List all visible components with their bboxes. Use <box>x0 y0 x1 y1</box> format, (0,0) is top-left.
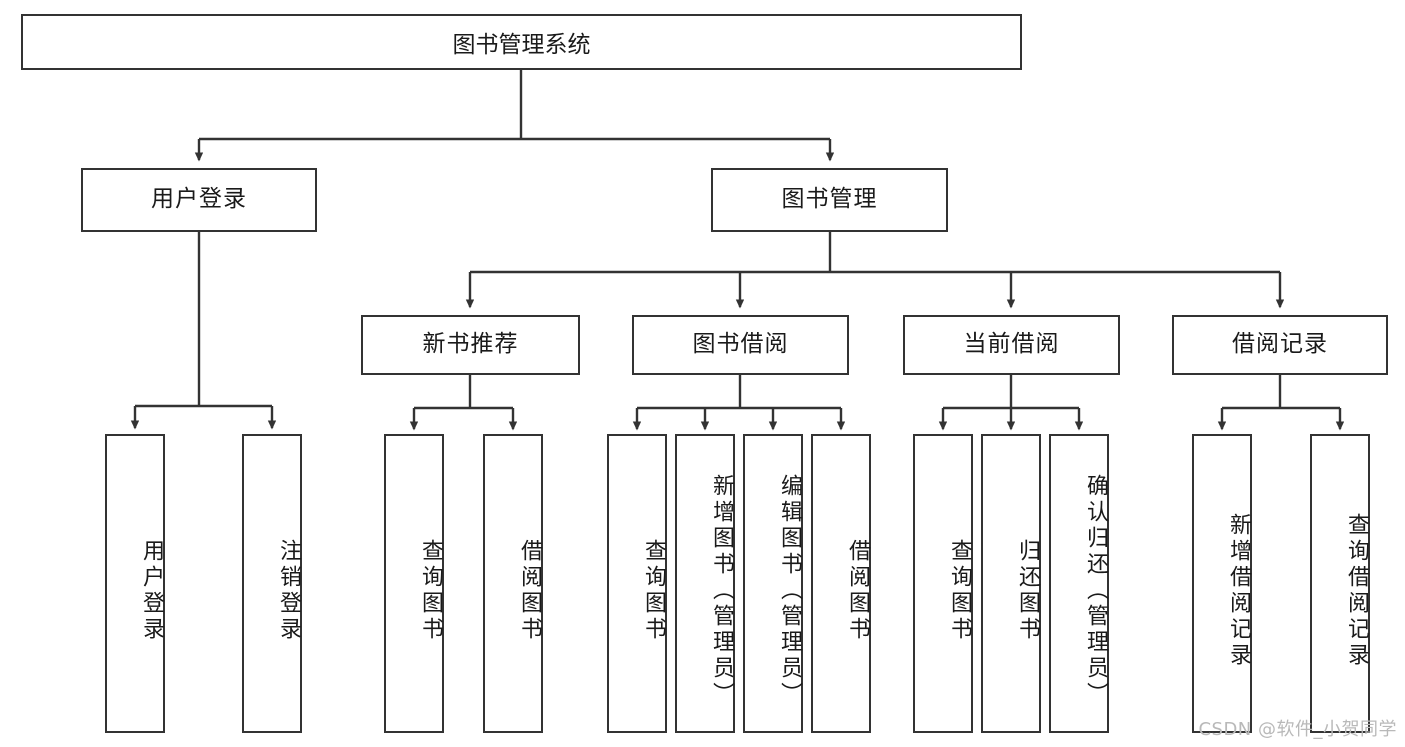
leaf-confirm-return-admin[interactable]: 确认归还（管理员） <box>1049 434 1109 733</box>
node-borrowing-records[interactable]: 借阅记录 <box>1172 315 1388 375</box>
leaf-query-borrowing-record[interactable]: 查询借阅记录 <box>1310 434 1370 733</box>
leaf-label: 归还图书 <box>1015 538 1040 643</box>
node-label: 用户登录 <box>151 186 247 213</box>
node-label: 图书管理系统 <box>452 32 591 58</box>
node-current-borrowing[interactable]: 当前借阅 <box>903 315 1120 375</box>
watermark: CSDN @软件_小贺同学 <box>1198 719 1397 740</box>
leaf-label: 查询借阅记录 <box>1344 512 1369 669</box>
leaf-label: 新增借阅记录 <box>1226 512 1251 669</box>
leaf-query-books-recommendation[interactable]: 查询图书 <box>384 434 444 733</box>
leaf-label: 注销登录 <box>276 538 301 643</box>
node-label: 当前借阅 <box>963 331 1060 358</box>
node-label: 借阅记录 <box>1232 331 1328 358</box>
leaf-add-borrowing-record[interactable]: 新增借阅记录 <box>1192 434 1252 733</box>
leaf-borrow-books-borrowing[interactable]: 借阅图书 <box>811 434 871 733</box>
node-label: 新书推荐 <box>422 331 519 358</box>
leaf-edit-book-admin[interactable]: 编辑图书（管理员） <box>743 434 803 733</box>
leaf-add-book-admin[interactable]: 新增图书（管理员） <box>675 434 735 733</box>
leaf-query-books-current[interactable]: 查询图书 <box>913 434 973 733</box>
leaf-return-books[interactable]: 归还图书 <box>981 434 1041 733</box>
leaf-query-books-borrowing[interactable]: 查询图书 <box>607 434 667 733</box>
node-root-book-management-system[interactable]: 图书管理系统 <box>21 14 1022 70</box>
node-new-book-recommendation[interactable]: 新书推荐 <box>361 315 580 375</box>
leaf-label: 新增图书（管理员） <box>709 473 734 708</box>
leaf-label: 用户登录 <box>139 538 164 643</box>
node-label: 图书管理 <box>781 186 878 213</box>
leaf-label: 查询图书 <box>947 538 972 643</box>
node-label: 图书借阅 <box>692 331 789 358</box>
leaf-borrow-books-recommendation[interactable]: 借阅图书 <box>483 434 543 733</box>
leaf-logout[interactable]: 注销登录 <box>242 434 302 733</box>
leaf-label: 查询图书 <box>418 538 443 643</box>
leaf-label: 确认归还（管理员） <box>1083 473 1108 708</box>
node-book-borrowing[interactable]: 图书借阅 <box>632 315 849 375</box>
leaf-user-login[interactable]: 用户登录 <box>105 434 165 733</box>
node-user-login[interactable]: 用户登录 <box>81 168 317 232</box>
leaf-label: 查询图书 <box>641 538 666 643</box>
leaf-label: 编辑图书（管理员） <box>777 473 802 708</box>
leaf-label: 借阅图书 <box>517 538 542 643</box>
node-book-management[interactable]: 图书管理 <box>711 168 948 232</box>
leaf-label: 借阅图书 <box>845 538 870 643</box>
